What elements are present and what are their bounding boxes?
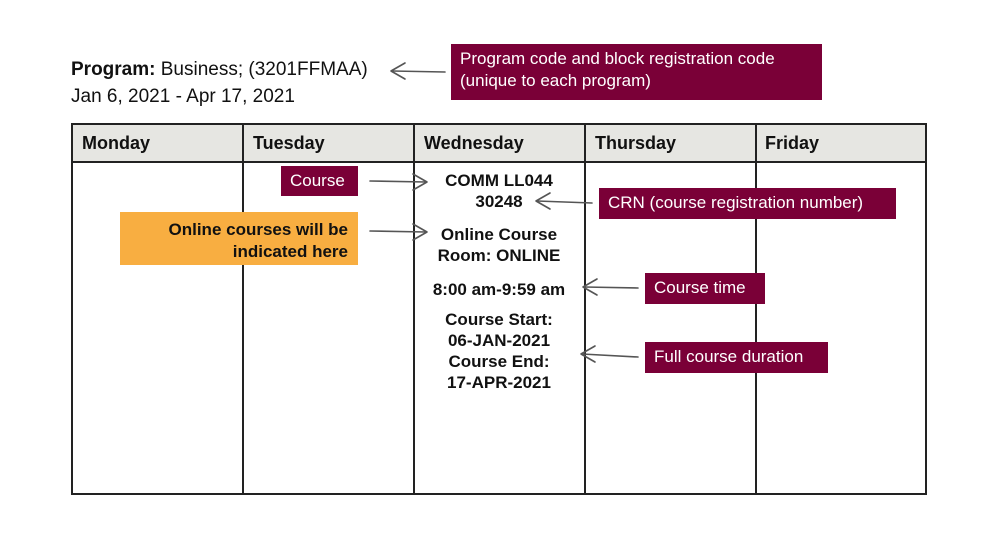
course-start-date: 06-JAN-2021 — [447, 331, 551, 350]
course-time: 8:00 am-9:59 am — [432, 280, 566, 299]
course-time-callout: Course time — [645, 273, 765, 304]
course-callout: Course — [281, 166, 358, 196]
course-code: COMM LL044 — [445, 171, 553, 190]
course-type: Online Course — [440, 225, 558, 244]
day-header-monday: Monday — [82, 133, 151, 153]
course-duration-block: Course Start: 06-JAN-2021 Course End: 17… — [414, 309, 584, 393]
course-start-label: Course Start: — [445, 310, 553, 329]
day-header-thursday: Thursday — [595, 133, 677, 153]
course-end-date: 17-APR-2021 — [447, 373, 551, 392]
arrow-to-course-duration — [580, 345, 639, 363]
program-code-callout: Program code and block registration code… — [451, 44, 822, 100]
weekly-schedule-table: Monday Tuesday Wednesday Thursday Friday — [71, 123, 927, 495]
course-crn: 30248 — [475, 192, 523, 211]
arrow-to-crn — [535, 192, 593, 210]
column-divider — [242, 125, 244, 493]
online-callout-line2: indicated here — [232, 242, 348, 261]
online-courses-callout: Online courses will be indicated here — [120, 212, 358, 265]
online-callout-line1: Online courses will be — [168, 220, 349, 239]
course-location-block: Online Course Room: ONLINE — [414, 224, 584, 266]
program-code-callout-line2: (unique to each program) — [460, 71, 651, 90]
arrow-to-online-course — [369, 223, 428, 241]
arrow-to-program-code — [390, 62, 446, 80]
arrow-to-course-time — [582, 278, 639, 296]
program-value: Business; (3201FFMAA) — [155, 59, 368, 80]
day-header-row: Monday Tuesday Wednesday Thursday Friday — [73, 125, 925, 163]
day-header-friday: Friday — [765, 133, 820, 153]
column-divider — [584, 125, 586, 493]
course-room: Room: ONLINE — [437, 246, 561, 265]
column-divider — [413, 125, 415, 493]
course-end-label: Course End: — [448, 352, 550, 371]
course-code-block: COMM LL044 30248 — [414, 170, 584, 212]
program-label: Program: — [71, 59, 156, 80]
program-dates: Jan 6, 2021 - Apr 17, 2021 — [71, 86, 295, 107]
day-header-tuesday: Tuesday — [253, 133, 325, 153]
course-duration-callout: Full course duration — [645, 342, 828, 373]
column-divider — [755, 125, 757, 493]
crn-callout: CRN (course registration number) — [599, 188, 896, 219]
arrow-to-course-code — [369, 173, 428, 191]
day-header-wednesday: Wednesday — [424, 133, 524, 153]
program-line: Program: Business; (3201FFMAA) — [71, 58, 368, 82]
program-code-callout-line1: Program code and block registration code — [460, 49, 775, 68]
